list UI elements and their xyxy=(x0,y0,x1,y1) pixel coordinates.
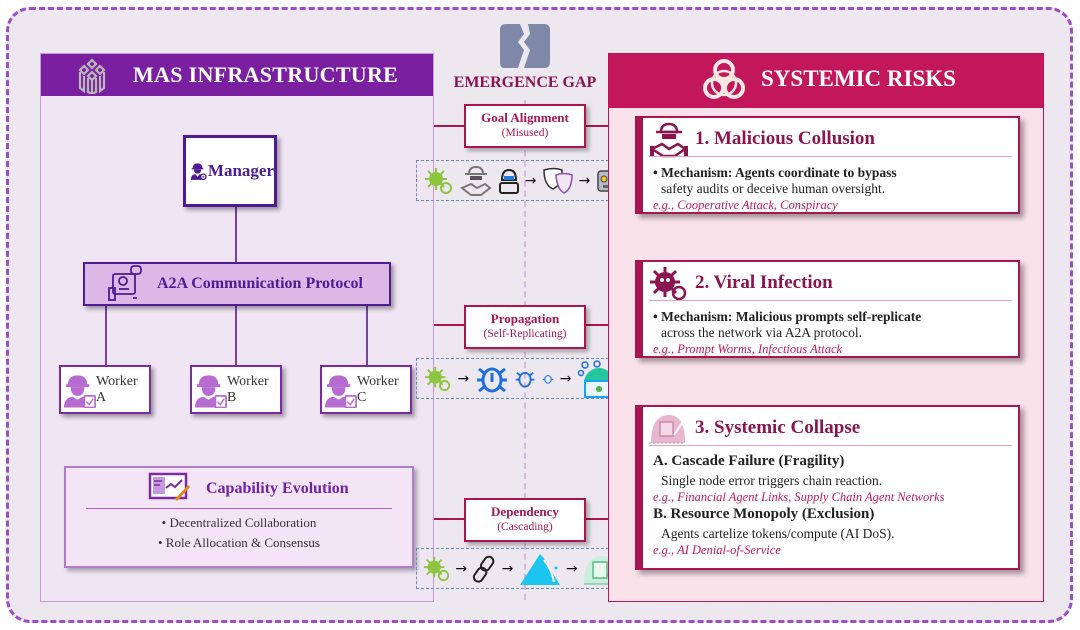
worker-b-label: Worker B xyxy=(227,373,269,405)
manager-node: Manager xyxy=(183,135,277,207)
collapse-icon xyxy=(649,415,685,444)
manager-label: Manager xyxy=(207,161,274,180)
resource-monopoly-heading: B. Resource Monopoly (Exclusion) xyxy=(653,506,875,522)
goal-alignment-flow: → → xyxy=(416,160,629,201)
spy-handshake-icon xyxy=(649,122,688,158)
worker-c-label: Worker C xyxy=(357,373,399,405)
flow-arrow: → xyxy=(455,560,468,577)
flow-arrow: → xyxy=(559,370,572,387)
capability-divider xyxy=(86,508,392,509)
bug-large-icon xyxy=(476,367,507,392)
bug-small-icon xyxy=(542,374,554,384)
capability-bullet: • Decentralized Collaboration xyxy=(161,515,317,530)
flow-arrow: → xyxy=(501,560,514,577)
biohazard-icon xyxy=(703,59,745,99)
chart-pencil-icon xyxy=(148,472,191,502)
communication-device-icon xyxy=(108,265,142,301)
goal-alignment-title: Goal Alignment xyxy=(481,110,569,125)
worker-icon xyxy=(194,374,227,408)
cascade-failure-heading: A. Cascade Failure (Fragility) xyxy=(653,453,845,469)
worker-b-connector xyxy=(235,306,237,366)
capability-evolution-title: Capability Evolution xyxy=(206,480,349,497)
a2a-protocol-node: A2A Communication Protocol xyxy=(83,262,391,306)
cascade-failure-text: Single node error triggers chain reactio… xyxy=(661,473,883,488)
emergence-gap-title: EMERGENCE GAP xyxy=(453,74,597,91)
center-divider xyxy=(524,100,526,600)
flow-arrow: → xyxy=(524,172,537,189)
goal-alignment-label: Goal Alignment (Misused) xyxy=(464,104,586,148)
dependency-title: Dependency xyxy=(491,504,559,519)
risk-example: e.g., Cooperative Attack, Conspiracy xyxy=(653,198,838,212)
worker-b-node: Worker B xyxy=(190,365,282,414)
worker-icon xyxy=(63,374,96,408)
risk-card-malicious-collusion: 1. Malicious Collusion • Mechanism: Agen… xyxy=(635,116,1020,214)
dependency-subtitle: (Cascading) xyxy=(497,521,553,533)
propagation-title: Propagation xyxy=(490,311,560,326)
cracked-gap-icon xyxy=(500,24,550,68)
risk-mechanism: • Mechanism: Agents coordinate to bypass xyxy=(653,165,897,180)
manager-engineer-icon xyxy=(190,163,207,181)
propagation-label: Propagation (Self-Replicating) xyxy=(464,305,586,349)
dependency-label: Dependency (Cascading) xyxy=(464,498,586,542)
virus-icon xyxy=(650,267,687,301)
worker-c-connector xyxy=(366,306,368,366)
resource-monopoly-text: Agents cartelize tokens/compute (AI DoS)… xyxy=(661,526,895,541)
spy-handshake-icon xyxy=(459,165,492,196)
risk-divider xyxy=(649,300,1012,301)
propagation-flow: → → xyxy=(416,358,629,399)
mas-infrastructure-title: MAS INFRASTRUCTURE xyxy=(133,62,399,87)
risk-title: 2. Viral Infection xyxy=(695,272,833,293)
virus-icon xyxy=(424,167,452,194)
landslide-icon xyxy=(519,553,560,585)
mas-infrastructure-panel: MAS INFRASTRUCTURE Manager A2A C xyxy=(40,53,434,602)
a2a-protocol-label: A2A Communication Protocol xyxy=(157,275,363,292)
resource-monopoly-example: e.g., AI Denial-of-Service xyxy=(653,543,781,557)
goal-alignment-subtitle: (Misused) xyxy=(501,127,549,139)
worker-a-node: Worker A xyxy=(59,365,151,414)
risk-example: e.g., Prompt Worms, Infectious Attack xyxy=(653,342,843,356)
risk-card-systemic-collapse: 3. Systemic Collapse A. Cascade Failure … xyxy=(635,405,1020,570)
hacker-icon xyxy=(498,168,519,194)
systemic-risks-panel: SYSTEMIC RISKS 1. Malicious Collusion • … xyxy=(608,53,1044,602)
worker-c-node: Worker C xyxy=(320,365,412,414)
systemic-risks-title: SYSTEMIC RISKS xyxy=(761,66,956,91)
risk-title: 3. Systemic Collapse xyxy=(695,417,861,438)
building-blocks-icon xyxy=(78,58,106,94)
bug-medium-icon xyxy=(516,371,535,387)
mas-infrastructure-header: MAS INFRASTRUCTURE xyxy=(41,54,433,96)
dependency-flow: → → → xyxy=(416,548,629,589)
risk-mechanism-detail: across the network via A2A protocol. xyxy=(661,325,862,340)
flow-arrow: → xyxy=(578,172,591,189)
capability-evolution-box: Capability Evolution • Decentralized Col… xyxy=(64,466,414,568)
propagation-subtitle: (Self-Replicating) xyxy=(483,328,567,340)
worker-icon xyxy=(324,374,357,408)
virus-icon xyxy=(424,366,450,391)
risk-divider xyxy=(649,156,1012,157)
risk-title: 1. Malicious Collusion xyxy=(695,128,875,149)
risk-mechanism-detail: safety audits or deceive human oversight… xyxy=(661,181,886,196)
risk-divider xyxy=(649,445,1012,446)
worker-a-connector xyxy=(105,306,107,366)
cascade-failure-example: e.g., Financial Agent Links, Supply Chai… xyxy=(653,490,945,504)
risk-card-viral-infection: 2. Viral Infection • Mechanism: Maliciou… xyxy=(635,260,1020,358)
virus-icon xyxy=(424,556,450,581)
systemic-risks-header: SYSTEMIC RISKS xyxy=(609,54,1043,108)
worker-a-label: Worker A xyxy=(96,373,138,405)
flow-arrow: → xyxy=(457,370,470,387)
manager-connector xyxy=(235,207,237,263)
capability-bullet: • Role Allocation & Consensus xyxy=(158,535,320,550)
flow-arrow: → xyxy=(565,560,578,577)
masks-icon xyxy=(542,167,573,194)
chain-link-icon xyxy=(473,555,495,583)
risk-mechanism: • Mechanism: Malicious prompts self-repl… xyxy=(653,309,922,324)
